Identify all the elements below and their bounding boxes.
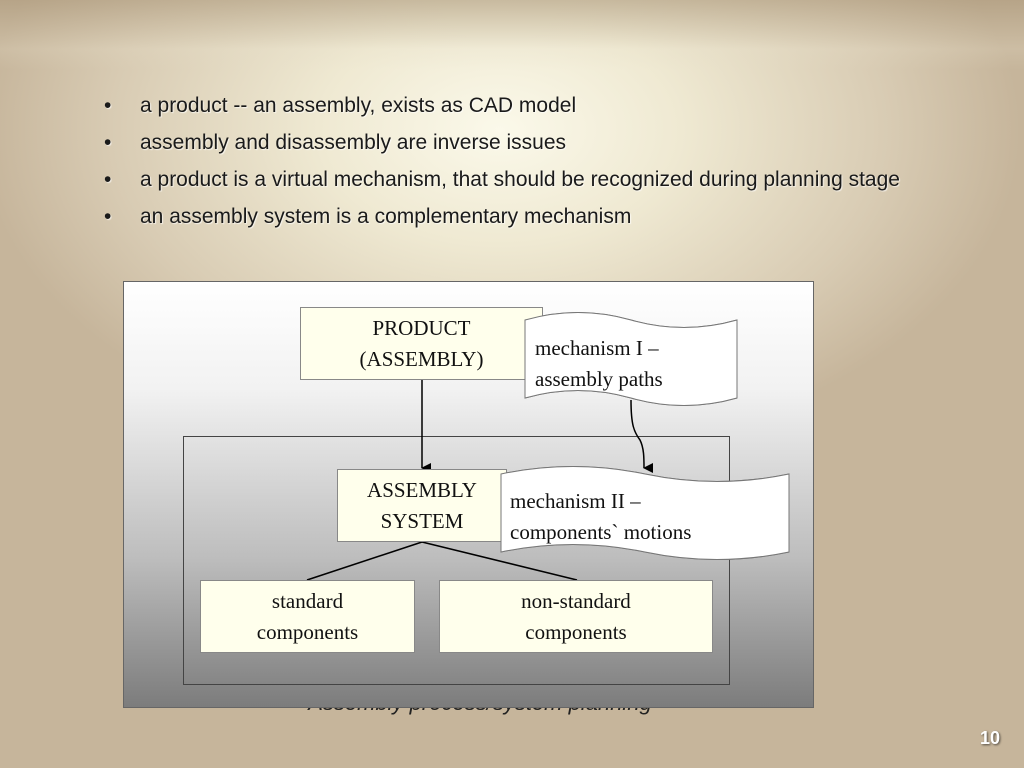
bullet-item: • a product is a virtual mechanism, that … — [100, 164, 988, 195]
mechanism-2-line1: mechanism II – — [510, 489, 641, 513]
bullet-item: • assembly and disassembly are inverse is… — [100, 127, 988, 158]
mechanism-link-arrow — [630, 399, 654, 473]
mechanism-2-label: mechanism II – components` motions — [510, 486, 691, 548]
bullet-dot: • — [104, 168, 112, 191]
bullet-item: • an assembly system is a complementary m… — [100, 201, 988, 232]
system-to-nonstandard-line — [421, 541, 578, 581]
bullet-text: an assembly system is a complementary me… — [140, 205, 632, 228]
bullet-dot: • — [104, 94, 112, 117]
mechanism-2-line2: components` motions — [510, 520, 692, 544]
nonstandard-label-line2: components — [525, 619, 627, 644]
non-standard-components-box: non-standard components — [439, 580, 713, 653]
nonstandard-label-line1: non-standard — [521, 588, 631, 613]
assembly-system-frame — [183, 436, 730, 685]
system-label-line2: SYSTEM — [380, 508, 464, 533]
standard-label-line2: components — [256, 619, 359, 644]
mechanism-1-line2: assembly paths — [535, 367, 663, 391]
page-number: 10 — [980, 728, 1001, 748]
bullet-text: assembly and disassembly are inverse iss… — [140, 131, 567, 154]
standard-label-line1: standard — [271, 588, 344, 613]
bullet-list: • a product -- an assembly, exists as CAD… — [100, 90, 988, 238]
product-assembly-box: PRODUCT (ASSEMBLY) — [300, 307, 543, 380]
mechanism-1-line1: mechanism I – — [535, 336, 659, 360]
bullet-item: • a product -- an assembly, exists as CAD… — [100, 90, 988, 121]
mechanism-1-wave-front — [524, 312, 738, 406]
bullet-text: a product is a virtual mechanism, that s… — [140, 168, 900, 191]
bullet-dot: • — [104, 131, 112, 154]
mechanism-2-wave-front — [500, 466, 790, 560]
standard-components-box: standard components — [200, 580, 415, 653]
top-glow — [0, 0, 1024, 70]
bullet-dot: • — [104, 205, 112, 228]
mechanism-1-label: mechanism I – assembly paths — [535, 333, 663, 395]
system-label-line1: ASSEMBLY — [367, 477, 477, 502]
assembly-system-box: ASSEMBLY SYSTEM — [337, 469, 507, 542]
system-to-standard-line — [306, 541, 423, 581]
product-label-line2: (ASSEMBLY) — [359, 346, 484, 371]
product-label-line1: PRODUCT — [372, 315, 471, 340]
bullet-text: a product -- an assembly, exists as CAD … — [140, 94, 577, 117]
